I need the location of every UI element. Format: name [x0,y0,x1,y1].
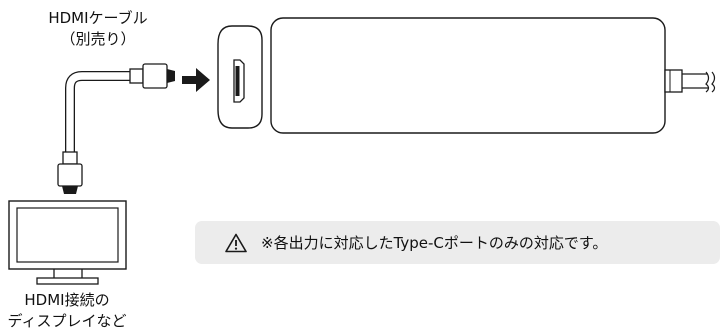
hdmi-plug-vertical [57,151,83,194]
insert-arrow-icon [182,68,210,92]
hdmi-cable-label-line2: （別売り） [60,30,136,48]
display-label-line1: HDMI接続の [24,291,110,309]
warning-triangle-icon [225,233,247,252]
hdmi-cable-label-line1: HDMIケーブル [48,9,148,27]
hub-body [270,17,666,134]
display-label: HDMI接続の ディスプレイなど [0,290,134,332]
hdmi-cable [65,71,130,152]
monitor-icon [8,200,127,285]
display-label-line2: ディスプレイなど [7,312,127,330]
usb-c-cable [664,69,716,93]
hdmi-plug-horizontal [129,63,175,89]
compatibility-note-text: ※各出力に対応したType-Cポートのみの対応です。 [261,234,608,252]
compatibility-note: ※各出力に対応したType-Cポートのみの対応です。 [195,221,720,264]
hdmi-port-icon [233,59,245,103]
hdmi-cable-label: HDMIケーブル （別売り） [18,8,178,50]
